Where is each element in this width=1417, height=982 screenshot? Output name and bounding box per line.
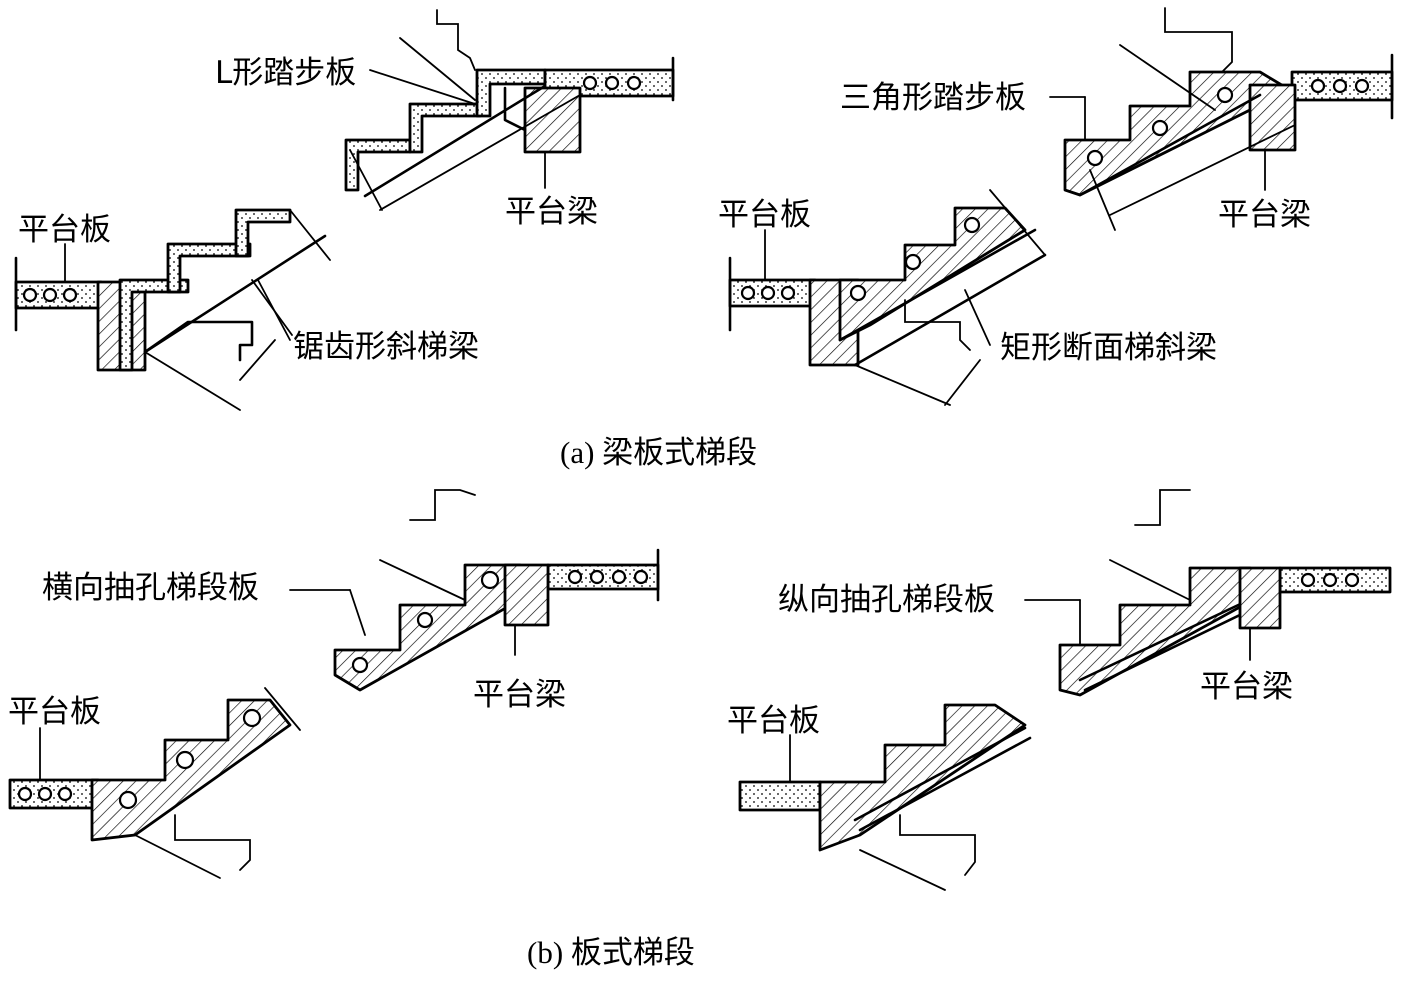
label-transverse-slab: 横向抽孔梯段板 (42, 570, 259, 606)
label-landing-slab-a-right: 平台板 (718, 197, 811, 233)
diagram-b-left-upper (333, 489, 660, 692)
diagram-a-right-upper (1063, 7, 1394, 231)
diagram-b-right (738, 703, 1032, 891)
l-tread-2 (166, 242, 252, 294)
diagram-b-right-upper (1058, 489, 1392, 697)
label-sawtooth-stringer: 锯齿形斜梯梁 (293, 329, 479, 365)
l-tread-5 (408, 102, 482, 154)
caption-part-a: (a) 梁板式梯段 (560, 435, 757, 470)
l-tread-3 (234, 208, 292, 258)
label-l-tread: L形踏步板 (215, 55, 356, 91)
landing-slab-lower-br (738, 780, 822, 812)
slab-flight-lower-br (818, 703, 1027, 852)
landing-beam-upper (523, 86, 582, 154)
landing-beam-upper-b (503, 563, 550, 627)
diagram-a-right (728, 189, 1047, 406)
label-landing-beam-a-left: 平台梁 (505, 194, 598, 230)
landing-beam-upper-r (1248, 83, 1297, 152)
label-landing-slab-a-left: 平台板 (18, 212, 111, 248)
label-landing-slab-b-right: 平台板 (727, 703, 820, 739)
diagram-a-left-upper (344, 9, 675, 211)
l-tread-4 (344, 138, 412, 192)
landing-beam-upper-br (1238, 566, 1282, 630)
label-longitudinal-slab: 纵向抽孔梯段板 (778, 582, 995, 618)
triangular-treads-upper (1063, 70, 1292, 197)
label-triangular-tread: 三角形踏步板 (840, 80, 1026, 116)
label-landing-beam-b-left: 平台梁 (473, 677, 566, 713)
diagram-a-left (14, 208, 331, 411)
label-landing-slab-b-left: 平台板 (8, 694, 101, 730)
leader-lines (39, 69, 1266, 783)
caption-part-b: (b) 板式梯段 (527, 935, 695, 970)
label-landing-beam-a-right: 平台梁 (1218, 197, 1311, 233)
diagram-b-left (8, 687, 301, 879)
label-landing-beam-b-right: 平台梁 (1200, 669, 1293, 705)
label-rect-stringer: 矩形断面梯斜梁 (1000, 330, 1217, 366)
slab-flight-lower-b (90, 698, 292, 842)
